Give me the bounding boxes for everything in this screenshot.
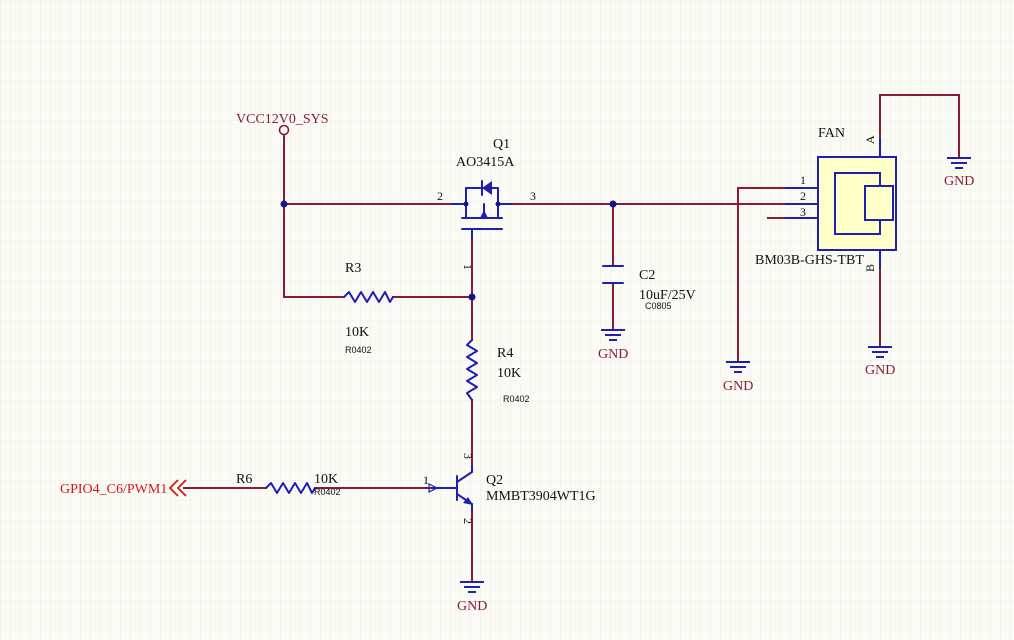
gnd-label-fan-a: GND bbox=[944, 174, 974, 189]
r3-zigzag bbox=[343, 291, 394, 303]
q1-pin-source: 2 bbox=[437, 189, 443, 203]
q1-node-drain bbox=[495, 201, 501, 207]
r6-zigzag bbox=[265, 482, 316, 494]
q1-arrow-icon bbox=[480, 210, 488, 218]
c2-package: C0805 bbox=[645, 301, 672, 311]
fan-value: BM03B-GHS-TBT bbox=[755, 253, 864, 268]
gnd-symbol-q2: GND bbox=[457, 581, 487, 614]
gnd-label-c2: GND bbox=[598, 347, 628, 362]
q1-pin-drain: 3 bbox=[530, 189, 536, 203]
fan-inner-key bbox=[864, 185, 894, 221]
q2-emitter-arrow-icon bbox=[463, 497, 473, 505]
gnd-label-fan-pin1: GND bbox=[723, 379, 753, 394]
fan-pin-a-label: A bbox=[863, 135, 877, 144]
q2-ref: Q2 bbox=[486, 473, 503, 488]
junction-gate bbox=[468, 293, 476, 301]
c2-ref: C2 bbox=[639, 268, 655, 283]
q1-mosfet[interactable]: Q1 AO3415A 2 3 1 bbox=[437, 137, 536, 270]
pwm-net-label: GPIO4_C6/PWM1 bbox=[60, 482, 167, 497]
r4-ref: R4 bbox=[497, 346, 513, 361]
r3-ref: R3 bbox=[345, 261, 361, 276]
fan-pin2-label: 2 bbox=[800, 189, 806, 203]
r3-package: R0402 bbox=[345, 345, 372, 355]
pwm-port-chevron-icon bbox=[168, 479, 187, 497]
fan-pin-b-label: B bbox=[863, 264, 877, 272]
r3-value: 10K bbox=[345, 325, 369, 340]
q2-base-arrow-icon bbox=[428, 483, 439, 493]
junctions bbox=[280, 200, 617, 301]
gnd-symbol-fan-b: GND bbox=[865, 346, 895, 378]
gnd-symbol-fan-pin1: GND bbox=[723, 361, 753, 394]
q1-node-source bbox=[463, 201, 469, 207]
gnd-symbol-fan-a: GND bbox=[944, 157, 974, 189]
pwm-net-port[interactable]: GPIO4_C6/PWM1 bbox=[60, 479, 187, 497]
q2-pin-collector: 3 bbox=[461, 453, 475, 459]
vcc-net-label: VCC12V0_SYS bbox=[236, 112, 329, 127]
vcc-port-circle-icon bbox=[278, 124, 290, 136]
c2-capacitor[interactable]: C2 10uF/25V C0805 bbox=[602, 265, 696, 311]
r6-value: 10K bbox=[314, 472, 338, 487]
r6-package: R0402 bbox=[314, 487, 341, 497]
c2-value: 10uF/25V bbox=[639, 288, 696, 303]
q2-transistor[interactable]: Q2 MMBT3904WT1G 1 3 2 bbox=[423, 453, 596, 524]
q1-diode-icon bbox=[482, 181, 492, 195]
r4-resistor[interactable]: R4 10K R0402 bbox=[466, 339, 530, 404]
q2-pin-base: 1 bbox=[423, 473, 429, 487]
r4-zigzag bbox=[466, 339, 478, 401]
r6-resistor[interactable]: R6 10K R0402 bbox=[236, 472, 341, 497]
r4-value: 10K bbox=[497, 366, 521, 381]
fan-pin3-label: 3 bbox=[800, 205, 806, 219]
gnd-label-q2: GND bbox=[457, 599, 487, 614]
r4-package: R0402 bbox=[503, 394, 530, 404]
gnd-label-fan-b: GND bbox=[865, 363, 895, 378]
q2-collector-diag bbox=[456, 471, 473, 483]
junction-vcc bbox=[280, 200, 288, 208]
vcc-power-port[interactable]: VCC12V0_SYS bbox=[236, 112, 329, 136]
q2-value: MMBT3904WT1G bbox=[486, 489, 596, 504]
fan-connector[interactable]: FAN BM03B-GHS-TBT 1 2 3 A B bbox=[755, 126, 897, 272]
junction-drain bbox=[609, 200, 617, 208]
q2-pin-emitter: 2 bbox=[461, 518, 475, 524]
r3-resistor[interactable]: R3 10K R0402 bbox=[343, 261, 394, 355]
r6-ref: R6 bbox=[236, 472, 252, 487]
q1-value: AO3415A bbox=[456, 155, 515, 170]
fan-pin1-label: 1 bbox=[800, 173, 806, 187]
gnd-symbol-c2: GND bbox=[598, 329, 628, 362]
fan-ref: FAN bbox=[818, 126, 845, 141]
q1-pin-gate: 1 bbox=[461, 264, 475, 270]
q1-ref: Q1 bbox=[493, 137, 510, 152]
